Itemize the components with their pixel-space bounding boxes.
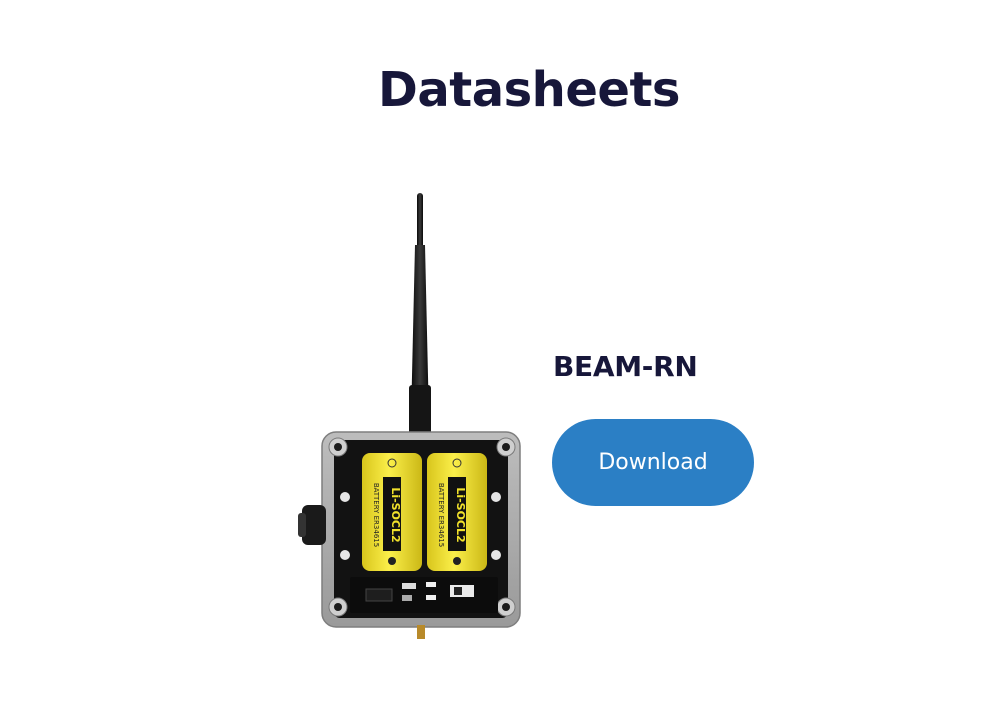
svg-text:Li-SOCL2: Li-SOCL2 <box>454 487 467 542</box>
download-button[interactable]: Download <box>552 419 754 506</box>
product-name: BEAM-RN <box>553 350 698 383</box>
circuit-board <box>350 577 498 613</box>
battery-right: Li-SOCL2 BATTERY ER34615 <box>427 453 487 571</box>
svg-text:Li-SOCL2: Li-SOCL2 <box>389 487 402 542</box>
antenna <box>409 193 431 435</box>
sensor-device-image: Li-SOCL2 BATTERY ER34615 Li-SOCL2 BATTER… <box>298 193 521 639</box>
svg-text:BATTERY ER34615: BATTERY ER34615 <box>372 483 380 547</box>
svg-text:BATTERY ER34615: BATTERY ER34615 <box>437 483 445 547</box>
battery-left: Li-SOCL2 BATTERY ER34615 <box>362 453 422 571</box>
page-title: Datasheets <box>378 62 680 118</box>
